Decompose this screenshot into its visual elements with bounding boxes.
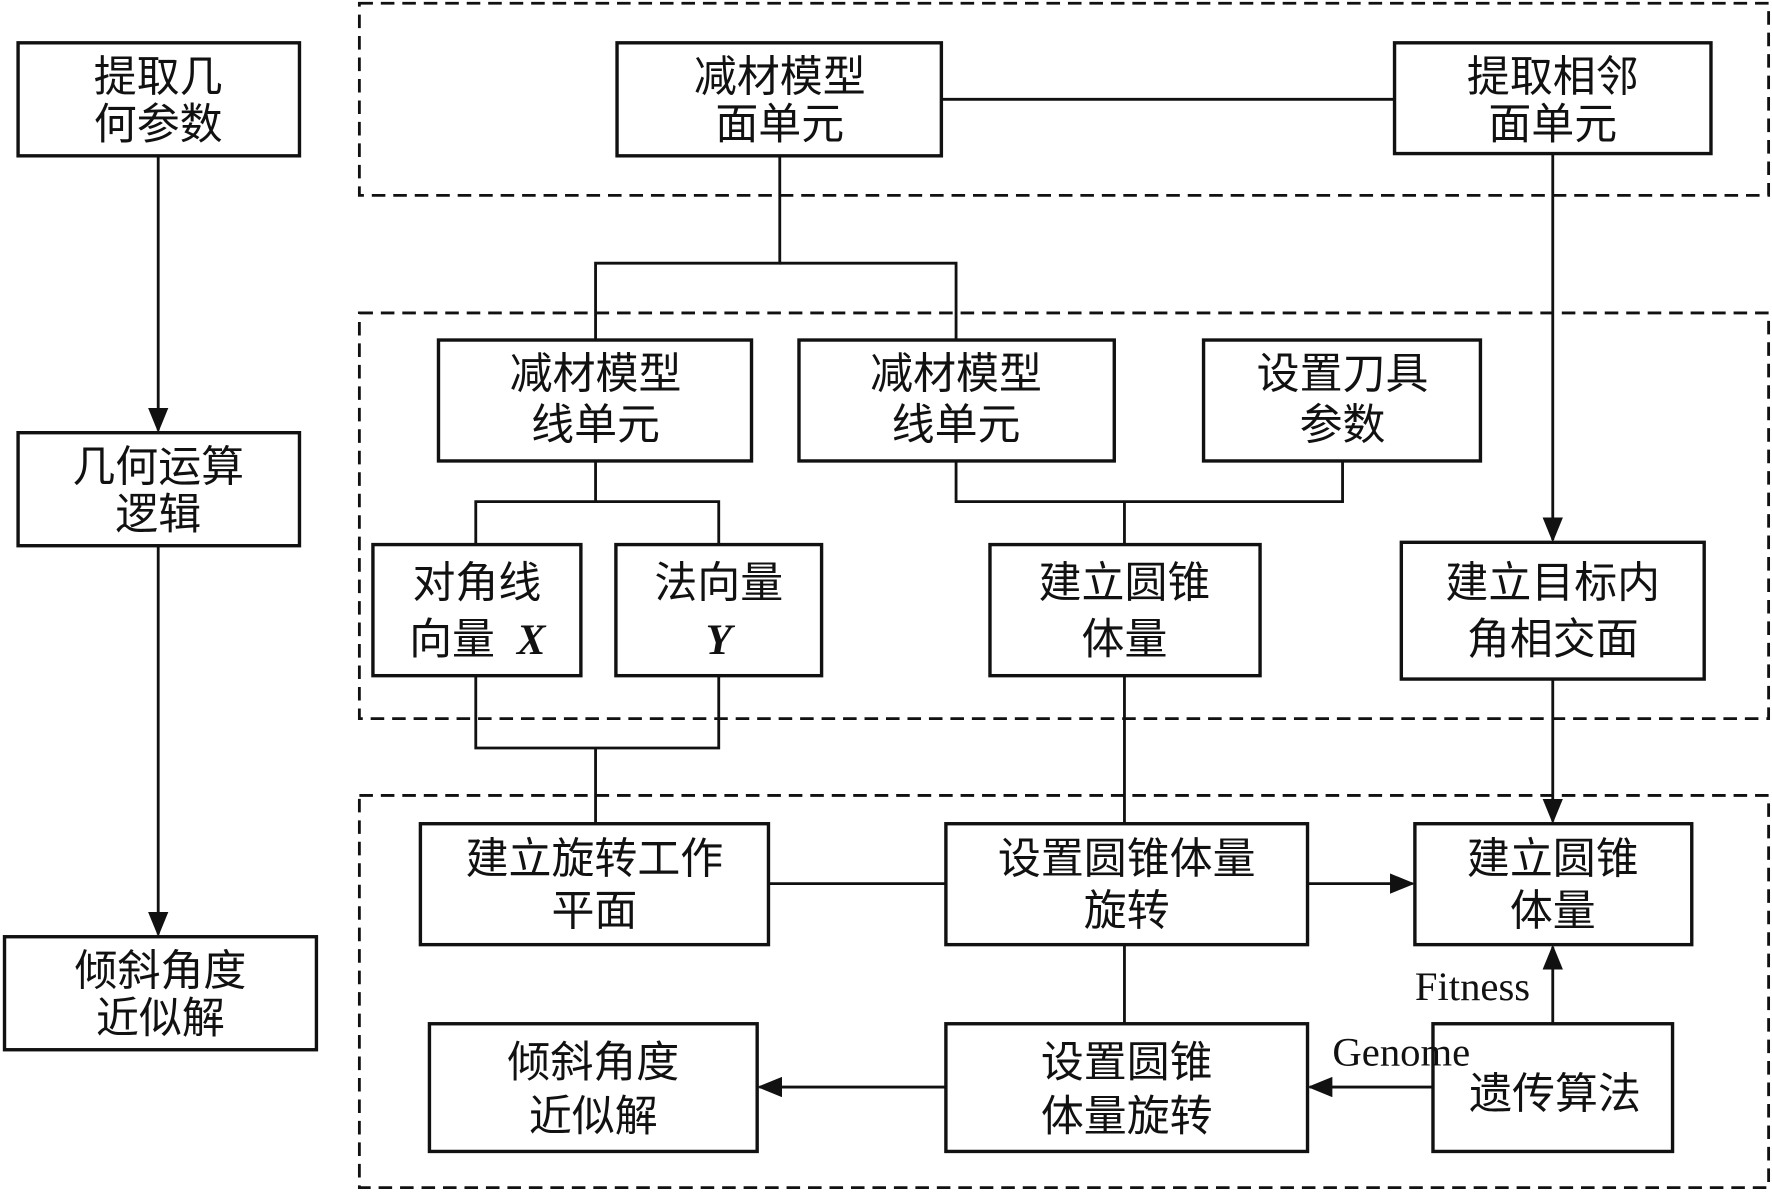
svg-text:体量旋转: 体量旋转 xyxy=(1041,1092,1213,1142)
fitness-label: Fitness xyxy=(1415,964,1530,1009)
box-line-unit-1: 减材模型 线单元 xyxy=(436,338,754,463)
svg-text:减材模型: 减材模型 xyxy=(694,52,866,102)
box-line-unit-2: 减材模型 线单元 xyxy=(797,338,1116,463)
box-tool-params: 设置刀具 参数 xyxy=(1201,338,1483,463)
svg-text:参数: 参数 xyxy=(1300,400,1386,450)
svg-text:角相交面: 角相交面 xyxy=(1467,615,1639,665)
box-approx-solution-left: 倾斜角度 近似解 xyxy=(2,935,319,1052)
svg-text:倾斜角度: 倾斜角度 xyxy=(507,1038,679,1088)
box-adjacent-face: 提取相邻 面单元 xyxy=(1392,41,1713,156)
svg-text:法向量: 法向量 xyxy=(654,559,783,609)
box-cone-volume-result: 建立圆锥 体量 xyxy=(1413,822,1694,947)
svg-text:何参数: 何参数 xyxy=(94,100,223,150)
svg-text:对角线: 对角线 xyxy=(412,559,541,609)
box-target-face: 建立目标内 角相交面 xyxy=(1399,540,1706,681)
svg-text:提取几: 提取几 xyxy=(94,52,223,102)
svg-text:向量: 向量 xyxy=(409,615,495,665)
svg-text:近似解: 近似解 xyxy=(96,994,225,1044)
genome-label: Genome xyxy=(1332,1030,1470,1075)
svg-text:倾斜角度: 倾斜角度 xyxy=(75,946,247,996)
group-face-extraction xyxy=(357,1,1771,197)
svg-text:线单元: 线单元 xyxy=(892,400,1021,450)
svg-text:体量: 体量 xyxy=(1510,886,1596,936)
connectors xyxy=(148,97,1563,1098)
svg-text:减材模型: 减材模型 xyxy=(870,350,1042,400)
svg-text:旋转: 旋转 xyxy=(1084,886,1170,936)
svg-text:提取相邻: 提取相邻 xyxy=(1467,52,1639,102)
box-face-unit: 减材模型 面单元 xyxy=(615,41,944,158)
box-genetic-algorithm: 遗传算法 xyxy=(1431,1022,1675,1154)
svg-text:体量: 体量 xyxy=(1082,615,1168,665)
svg-text:几何运算: 几何运算 xyxy=(72,442,244,492)
box-geometry-logic: 几何运算 逻辑 xyxy=(16,431,302,548)
svg-text:Y: Y xyxy=(706,617,736,664)
box-rotation-plane: 建立旋转工作 平面 xyxy=(418,822,771,947)
svg-text:面单元: 面单元 xyxy=(715,100,844,150)
svg-text:建立圆锥: 建立圆锥 xyxy=(1039,559,1211,609)
box-cone-rotation-2: 设置圆锥 体量旋转 xyxy=(944,1022,1310,1154)
svg-text:减材模型: 减材模型 xyxy=(510,350,682,400)
box-cone-rotation: 设置圆锥体量 旋转 xyxy=(944,822,1310,947)
svg-text:面单元: 面单元 xyxy=(1488,100,1617,150)
svg-text:建立目标内: 建立目标内 xyxy=(1445,559,1660,609)
box-extract-params: 提取几 何参数 xyxy=(16,41,302,158)
svg-text:近似解: 近似解 xyxy=(529,1092,658,1142)
group-geometry xyxy=(357,311,1771,721)
svg-text:设置刀具: 设置刀具 xyxy=(1257,350,1429,400)
box-diagonal-vector: 对角线 向量 X xyxy=(371,542,583,678)
svg-text:遗传算法: 遗传算法 xyxy=(1469,1070,1641,1120)
svg-text:平面: 平面 xyxy=(551,886,637,936)
svg-text:X: X xyxy=(515,617,547,664)
svg-text:建立旋转工作: 建立旋转工作 xyxy=(466,834,724,884)
svg-text:设置圆锥体量: 设置圆锥体量 xyxy=(998,834,1256,884)
box-approx-solution: 倾斜角度 近似解 xyxy=(427,1022,759,1154)
svg-text:逻辑: 逻辑 xyxy=(115,490,201,540)
box-normal-vector: 法向量 Y xyxy=(614,542,824,678)
box-cone-volume: 建立圆锥 体量 xyxy=(988,542,1262,678)
svg-text:建立圆锥: 建立圆锥 xyxy=(1467,834,1639,884)
svg-text:设置圆锥: 设置圆锥 xyxy=(1041,1038,1213,1088)
svg-text:线单元: 线单元 xyxy=(531,400,660,450)
